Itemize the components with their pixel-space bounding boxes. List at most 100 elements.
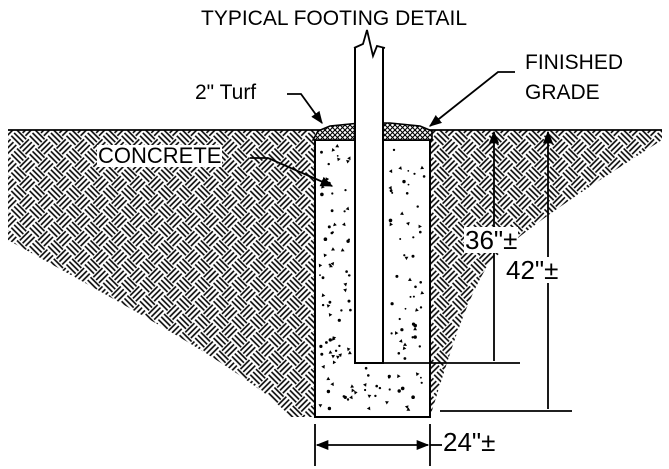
aggregate-speck	[348, 350, 352, 355]
aggregate-speck	[415, 308, 419, 312]
aggregate-speck	[338, 344, 341, 348]
soil-hatch	[8, 130, 662, 417]
aggregate-speck	[400, 211, 404, 215]
aggregate-speck	[327, 406, 332, 411]
aggregate-speck	[367, 374, 370, 377]
aggregate-speck	[406, 221, 410, 226]
aggregate-speck	[390, 302, 394, 306]
aggregate-speck	[335, 144, 340, 148]
aggregate-speck	[334, 349, 338, 352]
aggregate-speck	[349, 308, 352, 312]
aggregate-speck	[407, 170, 410, 172]
aggregate-speck	[321, 364, 325, 369]
aggregate-speck	[347, 299, 351, 303]
aggregate-speck	[420, 381, 423, 384]
aggregate-speck	[408, 277, 412, 281]
aggregate-speck	[395, 274, 399, 278]
aggregate-speck	[342, 395, 346, 398]
aggregate-speck	[333, 222, 337, 227]
aggregate-speck	[420, 290, 425, 295]
aggregate-speck	[321, 293, 326, 298]
aggregate-speck	[395, 331, 399, 335]
aggregate-speck	[374, 394, 377, 398]
aggregate-speck	[340, 309, 343, 312]
concrete-aggregate	[318, 144, 426, 411]
aggregate-speck	[336, 155, 339, 157]
aggregate-speck	[346, 398, 350, 401]
aggregate-speck	[318, 404, 323, 408]
aggregate-speck	[323, 253, 328, 258]
dimension-24	[314, 424, 445, 466]
aggregate-speck	[418, 224, 422, 229]
aggregate-speck	[331, 354, 336, 359]
aggregate-speck	[348, 238, 350, 241]
aggregate-speck	[349, 395, 353, 400]
aggregate-speck	[397, 352, 401, 355]
aggregate-speck	[420, 165, 425, 170]
aggregate-speck	[400, 386, 405, 391]
aggregate-speck	[412, 295, 415, 298]
aggregate-speck	[403, 254, 406, 257]
aggregate-speck	[413, 326, 417, 331]
aggregate-speck	[400, 328, 404, 332]
aggregate-speck	[326, 389, 331, 394]
aggregate-speck	[343, 282, 348, 287]
aggregate-speck	[388, 376, 390, 379]
aggregate-speck	[388, 169, 393, 174]
aggregate-speck	[422, 175, 426, 178]
aggregate-speck	[336, 355, 340, 360]
aggregate-speck	[328, 313, 333, 317]
diagram-title: TYPICAL FOOTING DETAIL	[201, 7, 468, 30]
aggregate-speck	[392, 148, 396, 152]
aggregate-speck	[411, 395, 415, 400]
aggregate-speck	[330, 209, 334, 213]
aggregate-speck	[321, 303, 325, 307]
dimension-24-label: 24"±	[442, 427, 497, 457]
aggregate-speck	[320, 150, 323, 154]
aggregate-speck	[328, 263, 331, 266]
aggregate-speck	[402, 179, 406, 184]
aggregate-speck	[366, 406, 371, 411]
aggregate-speck	[328, 338, 332, 342]
aggregate-speck	[405, 192, 409, 195]
aggregate-speck	[403, 357, 407, 360]
turf-label: 2" Turf	[195, 81, 257, 104]
concrete-label: CONCRETE	[97, 143, 223, 168]
aggregate-speck	[388, 218, 393, 223]
aggregate-speck	[378, 386, 382, 390]
aggregate-speck	[419, 230, 422, 234]
dimension-42-label: 42"±	[505, 255, 560, 285]
leader-finished-grade	[429, 71, 515, 127]
aggregate-speck	[398, 339, 403, 343]
aggregate-speck	[338, 353, 342, 358]
aggregate-speck	[323, 237, 328, 241]
aggregate-speck	[418, 345, 421, 348]
aggregate-speck	[364, 388, 367, 392]
aggregate-speck	[420, 376, 422, 379]
aggregate-speck	[320, 352, 324, 356]
aggregate-speck	[347, 274, 350, 277]
aggregate-speck	[406, 407, 411, 411]
finished-grade-label-line1: FINISHED	[525, 51, 624, 74]
aggregate-speck	[416, 205, 419, 208]
aggregate-speck	[330, 231, 334, 235]
aggregate-speck	[419, 281, 423, 284]
aggregate-speck	[404, 307, 407, 310]
aggregate-speck	[346, 159, 350, 164]
aggregate-speck	[398, 317, 401, 321]
aggregate-speck	[391, 191, 394, 194]
aggregate-speck	[419, 306, 423, 309]
aggregate-speck	[411, 336, 414, 339]
aggregate-speck	[328, 350, 333, 354]
aggregate-speck	[413, 172, 416, 175]
aggregate-speck	[326, 376, 331, 381]
aggregate-speck	[347, 347, 351, 352]
aggregate-speck	[415, 372, 420, 377]
aggregate-speck	[320, 192, 324, 197]
aggregate-speck	[364, 366, 368, 370]
aggregate-speck	[340, 248, 345, 252]
aggregate-speck	[327, 225, 331, 229]
aggregate-speck	[327, 162, 330, 166]
aggregate-speck	[350, 384, 355, 388]
